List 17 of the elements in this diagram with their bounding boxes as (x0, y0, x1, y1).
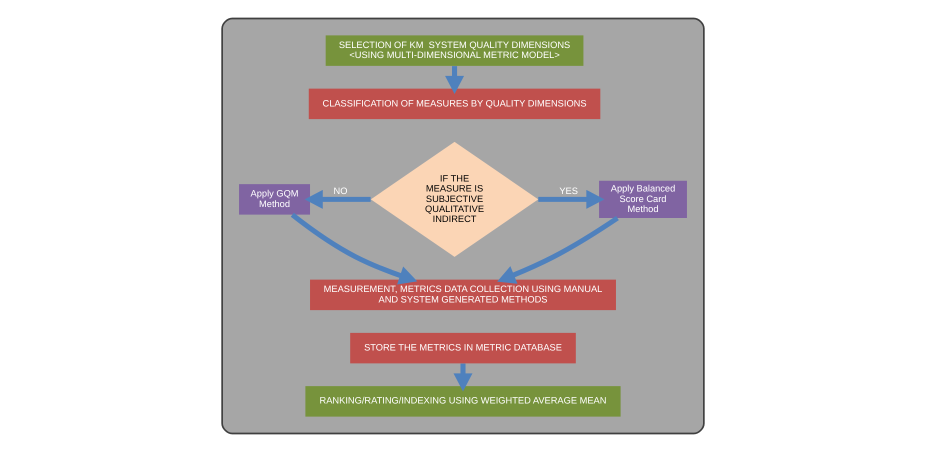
node-box: Apply GQM Method (239, 184, 310, 215)
node-box: MEASUREMENT, METRICS DATA COLLECTION USING MANUAL AND SYSTEM GENERATED METHODS (310, 280, 616, 310)
arrow (497, 216, 619, 284)
edge-label: YES (559, 186, 578, 196)
node-box: Apply Balanced Score Card Method (599, 180, 687, 218)
arrow (304, 190, 371, 209)
node-box: STORE THE METRICS IN METRIC DATABASE (350, 332, 576, 364)
arrow (445, 66, 464, 94)
edge-label: NO (333, 186, 348, 196)
node-box: CLASSIFICATION OF MEASURES BY QUALITY DIMENSIONS (308, 88, 600, 120)
arrow (453, 364, 473, 392)
cluster (221, 18, 705, 434)
node-box: SELECTION OF KM SYSTEM QUALITY DIMENSIONS <USING MULTI-DIMENSIONAL METRIC MODEL> (326, 35, 584, 66)
node-box: RANKING/RATING/INDEXING USING WEIGHTED AVERAGE MEAN (305, 386, 621, 417)
arrow (538, 190, 604, 209)
arrow (290, 212, 418, 285)
node-diamond: IF THE MEASURE IS SUBJECTIVE QUALITATIVE INDIRECT (370, 142, 538, 257)
